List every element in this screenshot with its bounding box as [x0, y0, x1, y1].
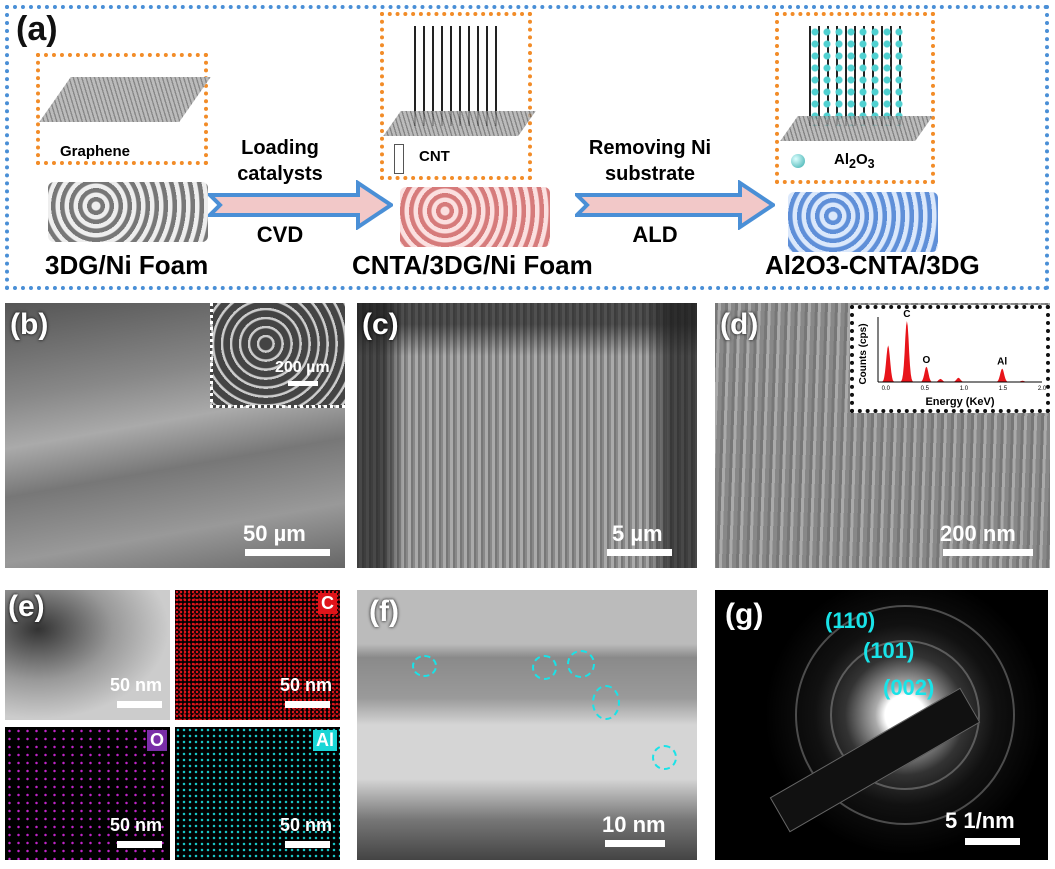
carbon-map-tag: C [318, 593, 337, 614]
peak-label: O [923, 355, 931, 366]
panel-c-label: (c) [362, 308, 399, 341]
al2o3-particle-outline [567, 650, 595, 678]
graphene-label: Graphene [60, 143, 131, 160]
arrow-2 [572, 179, 777, 235]
cnt-label: CNT [419, 148, 450, 165]
panel-g-scale-label: 5 1/nm [945, 808, 1015, 833]
step2-bottom: ALD [632, 222, 678, 247]
carbon-map: C 50 nm [175, 590, 340, 720]
panel-a-label: (a) [16, 10, 58, 48]
foam-blue [788, 192, 938, 252]
peak-label: Al [997, 357, 1007, 368]
aluminum-map: Al 50 nm [175, 727, 340, 860]
panel-f-scale-bar [605, 840, 665, 847]
al2o3-particle-outline [592, 685, 620, 720]
panel-d-scale-label: 200 nm [940, 521, 1016, 546]
arrow-1 [205, 179, 395, 235]
step1-bottom: CVD [256, 222, 304, 247]
cnt-array [414, 26, 504, 126]
oxygen-map-tag: O [146, 730, 167, 751]
al2o3-particle-outline [532, 655, 557, 680]
stage1-label: 3DG/Ni Foam [45, 250, 209, 280]
aluminum-map-tag: Al [313, 730, 337, 751]
panel-c-scale-bar [607, 549, 672, 556]
panel-e-tem-image: (e) 50 nm [5, 590, 170, 720]
stage3-label: Al2O3-CNTA/3DG [765, 250, 980, 280]
eds-spectrum-area [878, 321, 1042, 382]
panel-d-label: (d) [720, 308, 759, 341]
step2-top: Removing Ni substrate [588, 137, 712, 185]
aluminum-scale-label: 50 nm [280, 815, 333, 835]
panel-c-sem-image: (c) 5 µm [357, 303, 697, 568]
x-tick-label: 0.0 [882, 386, 891, 392]
step1-top: Loading catalysts [237, 137, 323, 185]
panel-f-hrtem-image: (f) 10 nm [357, 590, 697, 860]
panel-e-scale-label: 50 nm [110, 675, 163, 695]
oxygen-map: O 50 nm [5, 727, 170, 860]
panel-b-label: (b) [10, 308, 49, 341]
panel-c-scale-label: 5 µm [612, 521, 663, 546]
graphene-sheet [39, 77, 211, 122]
ring-label-110: (110) [825, 608, 876, 633]
graphene-base [780, 116, 933, 141]
ni-foam-pink [400, 187, 550, 247]
panel-d-scale-bar [943, 549, 1033, 556]
panel-b-sem-image: 200 µm (b) 50 µm [5, 303, 345, 568]
al2o3-sphere-icon [791, 154, 805, 168]
panel-c-shading [357, 303, 697, 568]
panel-b-inset: 200 µm [210, 303, 345, 408]
ring-label-002: (002) [883, 675, 935, 700]
panel-e-scale-bar [117, 701, 162, 708]
graphene-inset: Graphene [36, 53, 211, 165]
cnt-inset: CNT [380, 12, 536, 180]
panel-e-label: (e) [8, 590, 45, 623]
al2o3-particle-outline [652, 745, 677, 770]
al2o3-particle-outline [412, 655, 437, 677]
oxygen-scale-label: 50 nm [110, 815, 163, 835]
panel-b-scale-bar [245, 549, 330, 556]
y-axis-label: Counts (cps) [858, 323, 869, 384]
panel-b-scale-label: 50 µm [243, 521, 306, 546]
x-tick-label: 1.0 [960, 386, 969, 392]
panel-g-scale-bar [965, 838, 1020, 845]
x-tick-label: 1.5 [999, 386, 1008, 392]
aluminum-scale-bar [285, 841, 330, 848]
coated-cnt-array [809, 26, 904, 126]
panel-a-schematic [5, 5, 1049, 290]
panel-f-scale-label: 10 nm [602, 812, 666, 837]
diffraction-ring [795, 605, 1015, 825]
carbon-scale-bar [285, 701, 330, 708]
cnt-icon [394, 144, 404, 174]
inset-scale-bar [288, 381, 318, 386]
panel-g-label: (g) [725, 598, 764, 631]
x-tick-label: 0.5 [921, 386, 930, 392]
panel-f-label: (f) [369, 595, 399, 628]
ring-label-101: (101) [863, 638, 915, 663]
carbon-scale-label: 50 nm [280, 675, 333, 695]
x-axis-label: Energy (KeV) [925, 396, 994, 408]
peak-label: C [903, 309, 910, 320]
al2o3-inset: Al2O3 [775, 12, 935, 184]
x-tick-label: 2.0 [1038, 386, 1046, 392]
ni-foam-gray [48, 182, 208, 242]
inset-scale-label: 200 µm [275, 359, 330, 376]
stage2-label: CNTA/3DG/Ni Foam [352, 250, 593, 280]
panel-g-saed-pattern: (g) (110) (101) (002) 5 1/nm [715, 590, 1048, 860]
al2o3-label: Al2O3 [834, 151, 875, 171]
graphene-base [383, 111, 536, 136]
oxygen-scale-bar [117, 841, 162, 848]
